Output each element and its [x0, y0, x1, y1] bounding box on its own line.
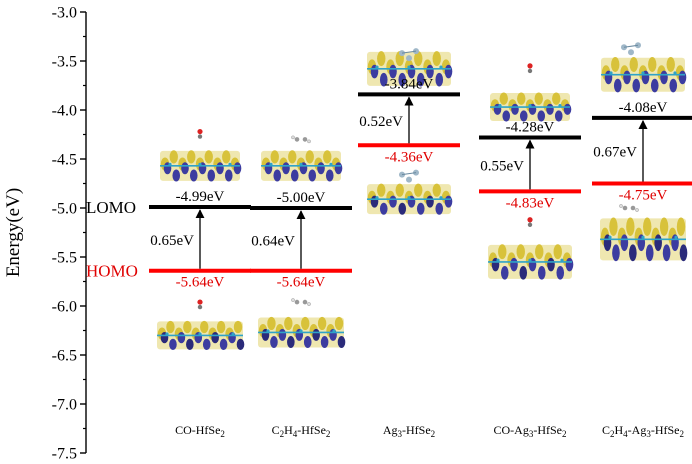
orbital-slab-illustration — [258, 316, 346, 349]
molecule-illustration — [399, 48, 419, 62]
orbital-slab-illustration — [367, 51, 453, 87]
y-tick-label: -7.5 — [52, 446, 77, 463]
energy-levels: -4.99eV -5.64eV 0.65eV CO-HfSe2 -5.00eV -5.64… — [86, 76, 692, 439]
gap-value-label: 0.67eV — [593, 145, 637, 161]
molecule-illustration — [621, 42, 641, 56]
homo-value-label: -5.64eV — [176, 275, 225, 291]
molecule-illustration — [527, 217, 533, 227]
y-axis-label: Energy(eV) — [3, 188, 24, 277]
molecule-illustration — [197, 299, 203, 310]
homo-value-label: -4.83eV — [506, 195, 555, 211]
gap-value-label: 0.65eV — [150, 233, 194, 249]
orbital-slab-illustration — [157, 320, 245, 350]
y-tick-label: -4.0 — [52, 103, 77, 120]
orbital-slab-illustration — [367, 183, 453, 215]
gap-value-label: 0.52eV — [359, 114, 403, 130]
y-tick-label: -4.5 — [52, 152, 77, 169]
lumo-value-label: -5.00eV — [277, 190, 326, 206]
orbital-slab-illustration — [160, 150, 242, 182]
orbital-slab-illustration — [601, 57, 687, 93]
molecule-illustration — [291, 298, 311, 306]
lumo-value-label: -4.99eV — [176, 189, 225, 205]
lumo-value-label: -4.08eV — [619, 100, 668, 116]
y-tick-label: -3.0 — [52, 5, 77, 22]
molecule-illustration — [291, 135, 311, 144]
orbital-slab-illustration — [261, 150, 343, 182]
y-tick-label: -7.0 — [52, 397, 77, 414]
homo-value-label: -4.36eV — [385, 149, 434, 165]
lomo-side-label: LOMO — [86, 198, 136, 217]
orbital-slab-illustration — [490, 92, 572, 122]
molecule-illustration — [197, 128, 203, 139]
y-tick-label: -3.5 — [52, 54, 77, 71]
molecule-illustration — [399, 169, 419, 183]
x-category-label: C2H4-Ag3-HfSe2 — [602, 423, 684, 439]
x-category-label: C2H4-HfSe2 — [272, 423, 331, 439]
y-tick-label: -6.5 — [52, 348, 77, 365]
x-category-label: CO-HfSe2 — [175, 423, 225, 439]
gap-value-label: 0.64eV — [251, 233, 295, 249]
orbital-slab-illustration — [488, 244, 574, 280]
homo-value-label: -4.75eV — [619, 188, 668, 204]
orbital-illustrations — [157, 42, 688, 350]
x-category-label: Ag3-HfSe2 — [383, 423, 435, 439]
homo-side-label: HOMO — [86, 262, 138, 281]
molecule-illustration — [619, 204, 639, 212]
y-tick-label: -6.0 — [52, 299, 77, 316]
y-tick-label: -5.0 — [52, 201, 77, 218]
axis-layer: -3.0 -3.5 -4.0 -4.5 -5.0 -5.5 -6.0 -6.5 -7.0 -7.5 — [52, 5, 87, 463]
x-category-label: CO-Ag3-HfSe2 — [493, 423, 566, 439]
y-tick-label: -5.5 — [52, 250, 77, 267]
gap-value-label: 0.55eV — [480, 158, 524, 174]
lumo-value-label: -3.84eV — [385, 76, 434, 92]
orbital-slab-illustration — [600, 217, 688, 262]
homo-value-label: -5.64eV — [277, 275, 326, 291]
lumo-value-label: -4.28eV — [506, 119, 555, 135]
molecule-illustration — [527, 63, 533, 74]
